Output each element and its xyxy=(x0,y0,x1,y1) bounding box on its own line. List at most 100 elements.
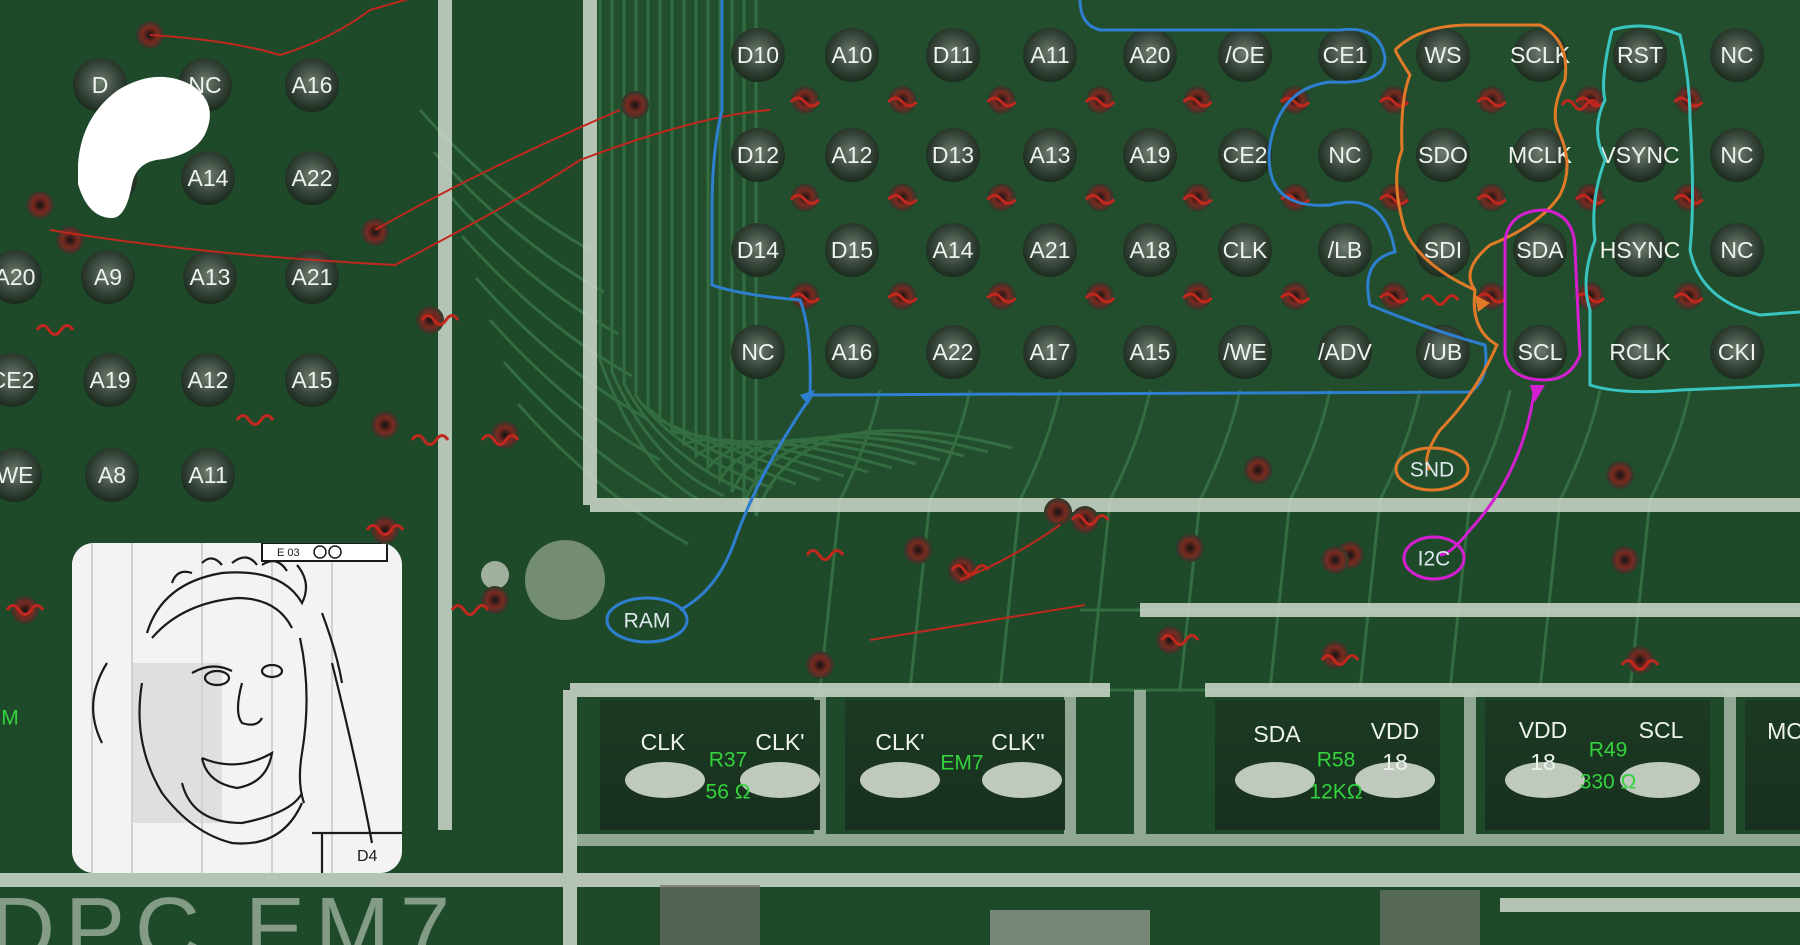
bga-pad xyxy=(1513,223,1567,277)
left-bga-pad-label: A21 xyxy=(292,264,333,290)
left-bga-pad xyxy=(181,353,235,407)
component-mc: MC xyxy=(1745,700,1800,830)
trace xyxy=(598,0,701,502)
bga-left-grid: DNCA16A14A22A20A9A13A21CE2A19A12A15WEA8A… xyxy=(0,58,339,502)
red-scribble xyxy=(1476,292,1507,304)
bga-pad-label: D15 xyxy=(831,237,873,263)
bga-pad-label: /WE xyxy=(1223,339,1266,365)
left-bga-pad-label: A11 xyxy=(188,462,227,488)
bga-pad-label: CE2 xyxy=(1223,142,1268,168)
left-bga-pad-label: A20 xyxy=(0,264,35,290)
bga-pad xyxy=(825,325,879,379)
red-annotations xyxy=(5,0,1704,671)
bga-pad-label: VSYNC xyxy=(1600,142,1679,168)
red-scribble xyxy=(450,604,490,616)
red-scribble xyxy=(986,96,1017,108)
red-scribble xyxy=(1182,292,1213,304)
red-scribble xyxy=(986,292,1017,304)
red-scribble xyxy=(35,324,75,336)
bga-pad xyxy=(1123,223,1177,277)
bga-pad-label: A20 xyxy=(1130,42,1171,68)
i2c-tag: I2C xyxy=(1418,548,1451,571)
red-scribble xyxy=(1620,659,1660,671)
trace xyxy=(908,389,972,691)
left-bga-pad xyxy=(0,448,42,502)
red-scribble xyxy=(365,524,405,536)
bga-pad-label: WS xyxy=(1424,42,1461,68)
bga-pad-label: D12 xyxy=(737,142,779,168)
bga-pad-label: /ADV xyxy=(1318,339,1372,365)
red-scribble xyxy=(480,434,520,446)
bga-pad-label: NC xyxy=(1328,142,1361,168)
bga-pad-label: NC xyxy=(1720,142,1753,168)
component-pin-right: SCL xyxy=(1639,717,1684,743)
component-pin-left: SDA xyxy=(1253,721,1301,747)
red-scribble xyxy=(1560,99,1600,111)
bga-pad-label: SDO xyxy=(1418,142,1468,168)
ram-tag-outline xyxy=(605,596,689,644)
bga-pad xyxy=(1513,28,1567,82)
red-scribble xyxy=(986,194,1017,205)
bga-pad-label: RCLK xyxy=(1609,339,1671,365)
bga-pad-label: NC xyxy=(741,339,774,365)
trace xyxy=(754,0,1013,517)
avatar-corner-text: D4 xyxy=(357,848,378,865)
bga-pad xyxy=(1218,28,1272,82)
i2c-tag-outline xyxy=(1402,535,1466,581)
bga-pad xyxy=(1318,223,1372,277)
passive-components: CLK CLK' R37 56 Ω CLK' CLK'' EM7 SDA VDD… xyxy=(600,700,1800,830)
left-bga-pad xyxy=(81,250,135,304)
left-bga-pad-label: A13 xyxy=(190,264,231,290)
via xyxy=(806,651,834,679)
bga-pad xyxy=(1123,325,1177,379)
bga-pad xyxy=(731,28,785,82)
bga-pad xyxy=(825,128,879,182)
bga-pad-label: A16 xyxy=(832,339,873,365)
snd-group-outline xyxy=(1393,23,1569,472)
left-bga-pad-label: A12 xyxy=(188,367,229,393)
trace xyxy=(1178,389,1242,691)
left-bga-pad xyxy=(85,448,139,502)
bga-pad xyxy=(1710,28,1764,82)
via xyxy=(371,411,399,439)
trace xyxy=(1358,389,1422,691)
bga-pad-label: RST xyxy=(1617,42,1663,68)
left-bga-pad xyxy=(0,250,42,304)
red-scribble xyxy=(1182,194,1213,205)
bga-pad-label: NC xyxy=(1720,42,1753,68)
via xyxy=(56,226,84,254)
bga-pad-label: CE1 xyxy=(1323,42,1368,68)
component-ref: R49 xyxy=(1589,739,1628,762)
bga-pad-label: CKI xyxy=(1718,339,1756,365)
bga-pad-label: A14 xyxy=(933,237,974,263)
trace xyxy=(998,389,1062,691)
trace xyxy=(646,0,797,486)
red-scribble xyxy=(1673,194,1704,205)
bga-pad xyxy=(731,223,785,277)
component-pin-left: MC xyxy=(1767,718,1800,744)
trace xyxy=(742,0,989,505)
red-scribble xyxy=(410,434,450,446)
left-green-label: M xyxy=(1,707,19,730)
bga-pad xyxy=(731,128,785,182)
component-pin-right: CLK' xyxy=(755,729,804,755)
red-scribble xyxy=(235,414,275,426)
ram-group-outline xyxy=(710,0,1488,397)
bga-pad-label: D14 xyxy=(737,237,779,263)
trace xyxy=(610,0,725,498)
component-ref: R37 xyxy=(709,749,748,772)
i2c-group-outline xyxy=(1439,208,1582,557)
left-bga-pad-label: A14 xyxy=(188,165,229,191)
left-bga-pad-label: D xyxy=(92,72,109,98)
via xyxy=(11,596,39,624)
bga-pad xyxy=(1318,28,1372,82)
bga-pad-label: /LB xyxy=(1328,237,1363,263)
trace xyxy=(730,0,965,493)
red-scribble xyxy=(1070,514,1110,526)
left-bga-pad xyxy=(181,151,235,205)
bga-pad xyxy=(1513,128,1567,182)
left-bga-pad-label: WE xyxy=(0,462,34,488)
red-scribble xyxy=(1378,292,1410,304)
